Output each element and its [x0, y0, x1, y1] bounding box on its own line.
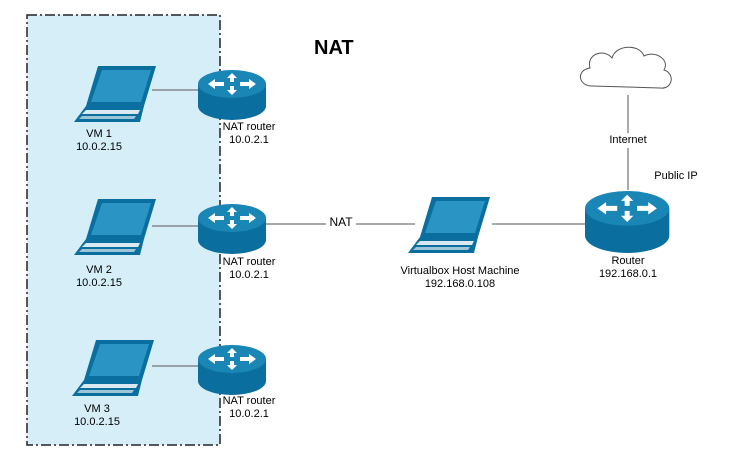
vm1-label: VM 1 10.0.2.15	[64, 128, 134, 154]
nat-router3-icon	[198, 345, 266, 395]
host-ip: 192.168.0.108	[424, 278, 496, 290]
internet-label: Internet	[598, 134, 658, 147]
diagram-title: NAT	[314, 37, 354, 59]
nat-router3-label: NAT router 10.0.2.1	[204, 395, 294, 421]
vm1-name: VM 1	[86, 128, 112, 140]
router-label: Router 192.168.0.1	[588, 255, 668, 281]
vm3-name: VM 3	[84, 403, 110, 415]
vm1-ip: 10.0.2.15	[76, 141, 122, 153]
vm2-label: VM 2 10.0.2.15	[64, 264, 134, 290]
nat-router2-name: NAT router	[222, 256, 276, 268]
nat-router2-ip: 10.0.2.1	[229, 269, 269, 281]
nat-router3-ip: 10.0.2.1	[229, 408, 269, 420]
nat-link-label: NAT	[329, 215, 353, 229]
nat-router1-label: NAT router 10.0.2.1	[204, 121, 294, 147]
vm2-ip: 10.0.2.15	[76, 277, 122, 289]
nat-router1-name: NAT router	[222, 121, 276, 133]
nat-router1-ip: 10.0.2.1	[229, 134, 269, 146]
nat-router2-label: NAT router 10.0.2.1	[204, 256, 294, 282]
links	[152, 89, 629, 367]
host-name: Virtualbox Host Machine	[400, 265, 520, 277]
host-label: Virtualbox Host Machine 192.168.0.108	[385, 265, 535, 291]
router-name: Router	[611, 255, 645, 267]
host-laptop-icon	[408, 197, 490, 253]
nat-router1-icon	[198, 70, 266, 120]
vm2-name: VM 2	[86, 264, 112, 276]
vm3-label: VM 3 10.0.2.15	[62, 403, 132, 429]
vm3-ip: 10.0.2.15	[74, 416, 120, 428]
internet-cloud-icon	[580, 46, 672, 89]
nat-router2-icon	[198, 204, 266, 254]
nat-router3-name: NAT router	[222, 395, 276, 407]
router-icon	[585, 191, 670, 253]
router-ip: 192.168.0.1	[598, 268, 658, 280]
public-ip-label: Public IP	[654, 170, 698, 182]
